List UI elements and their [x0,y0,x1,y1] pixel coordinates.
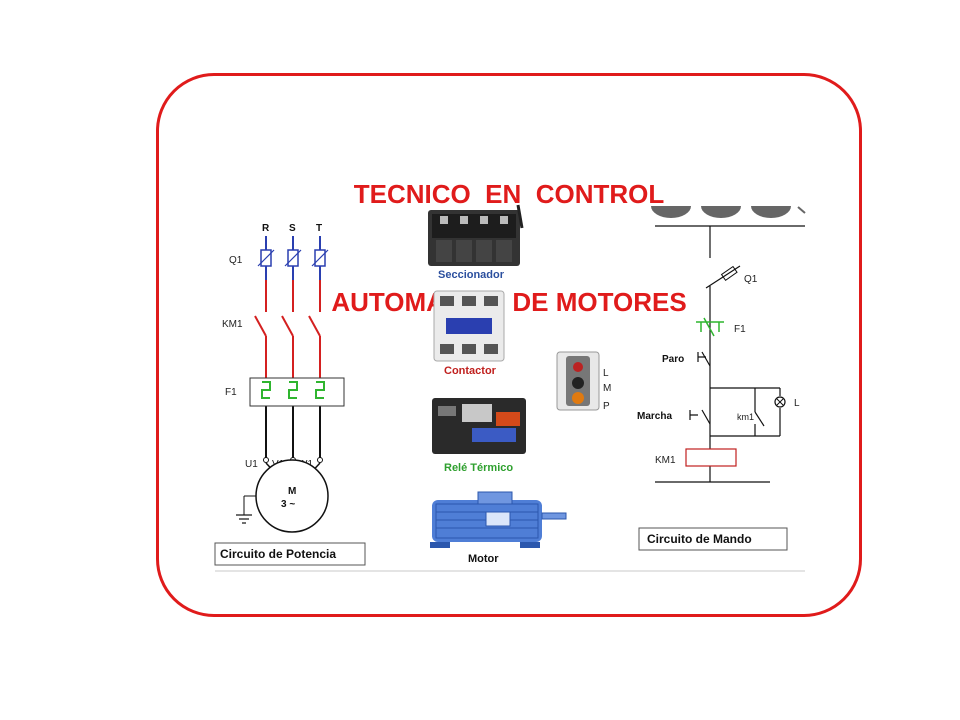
km1-coil-label: KM1 [655,455,676,466]
title-line-1: TECNICO EN CONTROL [353,179,665,209]
seccionador-label: Seccionador [438,269,505,281]
lamp-label: L [794,398,800,409]
red-lamp-icon [573,362,583,372]
pushbutton-box-image [556,351,600,411]
top-circles [651,206,806,218]
contactor-image [433,290,505,362]
rounded-frame [156,73,862,617]
control-f1-label: F1 [734,324,746,335]
km1-contact-label: km1 [737,412,754,422]
km1-label: KM1 [222,319,243,330]
power-caption-box [214,542,366,566]
pushbox-label-m: M [603,383,611,394]
terminal-u1 [263,457,269,463]
km1-coil [685,448,737,467]
f1-label: F1 [225,387,237,398]
marcha-label: Marcha [637,411,672,422]
rele-termico-label: Relé Térmico [444,462,513,474]
phase-t-label: T [316,223,322,234]
seccionador-image [428,204,524,266]
motor-image [430,491,567,548]
power-caption: Circuito de Potencia [220,547,336,561]
black-button-icon [572,377,584,389]
components-column: Seccionador Contactor Relé Térmico [428,204,611,565]
rele-termico-image [432,398,526,454]
km1-contact [754,411,765,427]
marcha-button [689,409,711,425]
lamp-icon [774,396,786,408]
phase-s-label: S [289,223,296,234]
pushbox-label-l: L [603,368,609,379]
control-circuit: Q1 F1 Paro L km1 Marcha [637,206,806,551]
control-fuse-q1 [705,265,741,289]
orange-button-icon [572,392,584,404]
motor-label: Motor [468,553,499,565]
terminal-w1 [317,457,323,463]
control-q1-label: Q1 [744,274,758,285]
ground-icon [236,495,256,524]
q1-label: Q1 [229,255,243,266]
power-circuit: R S T [214,223,366,566]
power-wires [254,236,329,458]
control-caption: Circuito de Mando [647,532,752,546]
pushbox-label-p: P [603,401,610,412]
contactor-label: Contactor [444,365,497,377]
u1-label: U1 [245,459,258,470]
motor-m-label: M [288,486,296,497]
thermal-relay-f1 [249,377,345,407]
paro-label: Paro [662,354,684,365]
paro-button [697,351,711,367]
control-caption-box [638,527,788,551]
control-f1-contact [696,317,724,337]
motor-type-label: 3 ~ [281,499,295,510]
phase-r-label: R [262,223,270,234]
